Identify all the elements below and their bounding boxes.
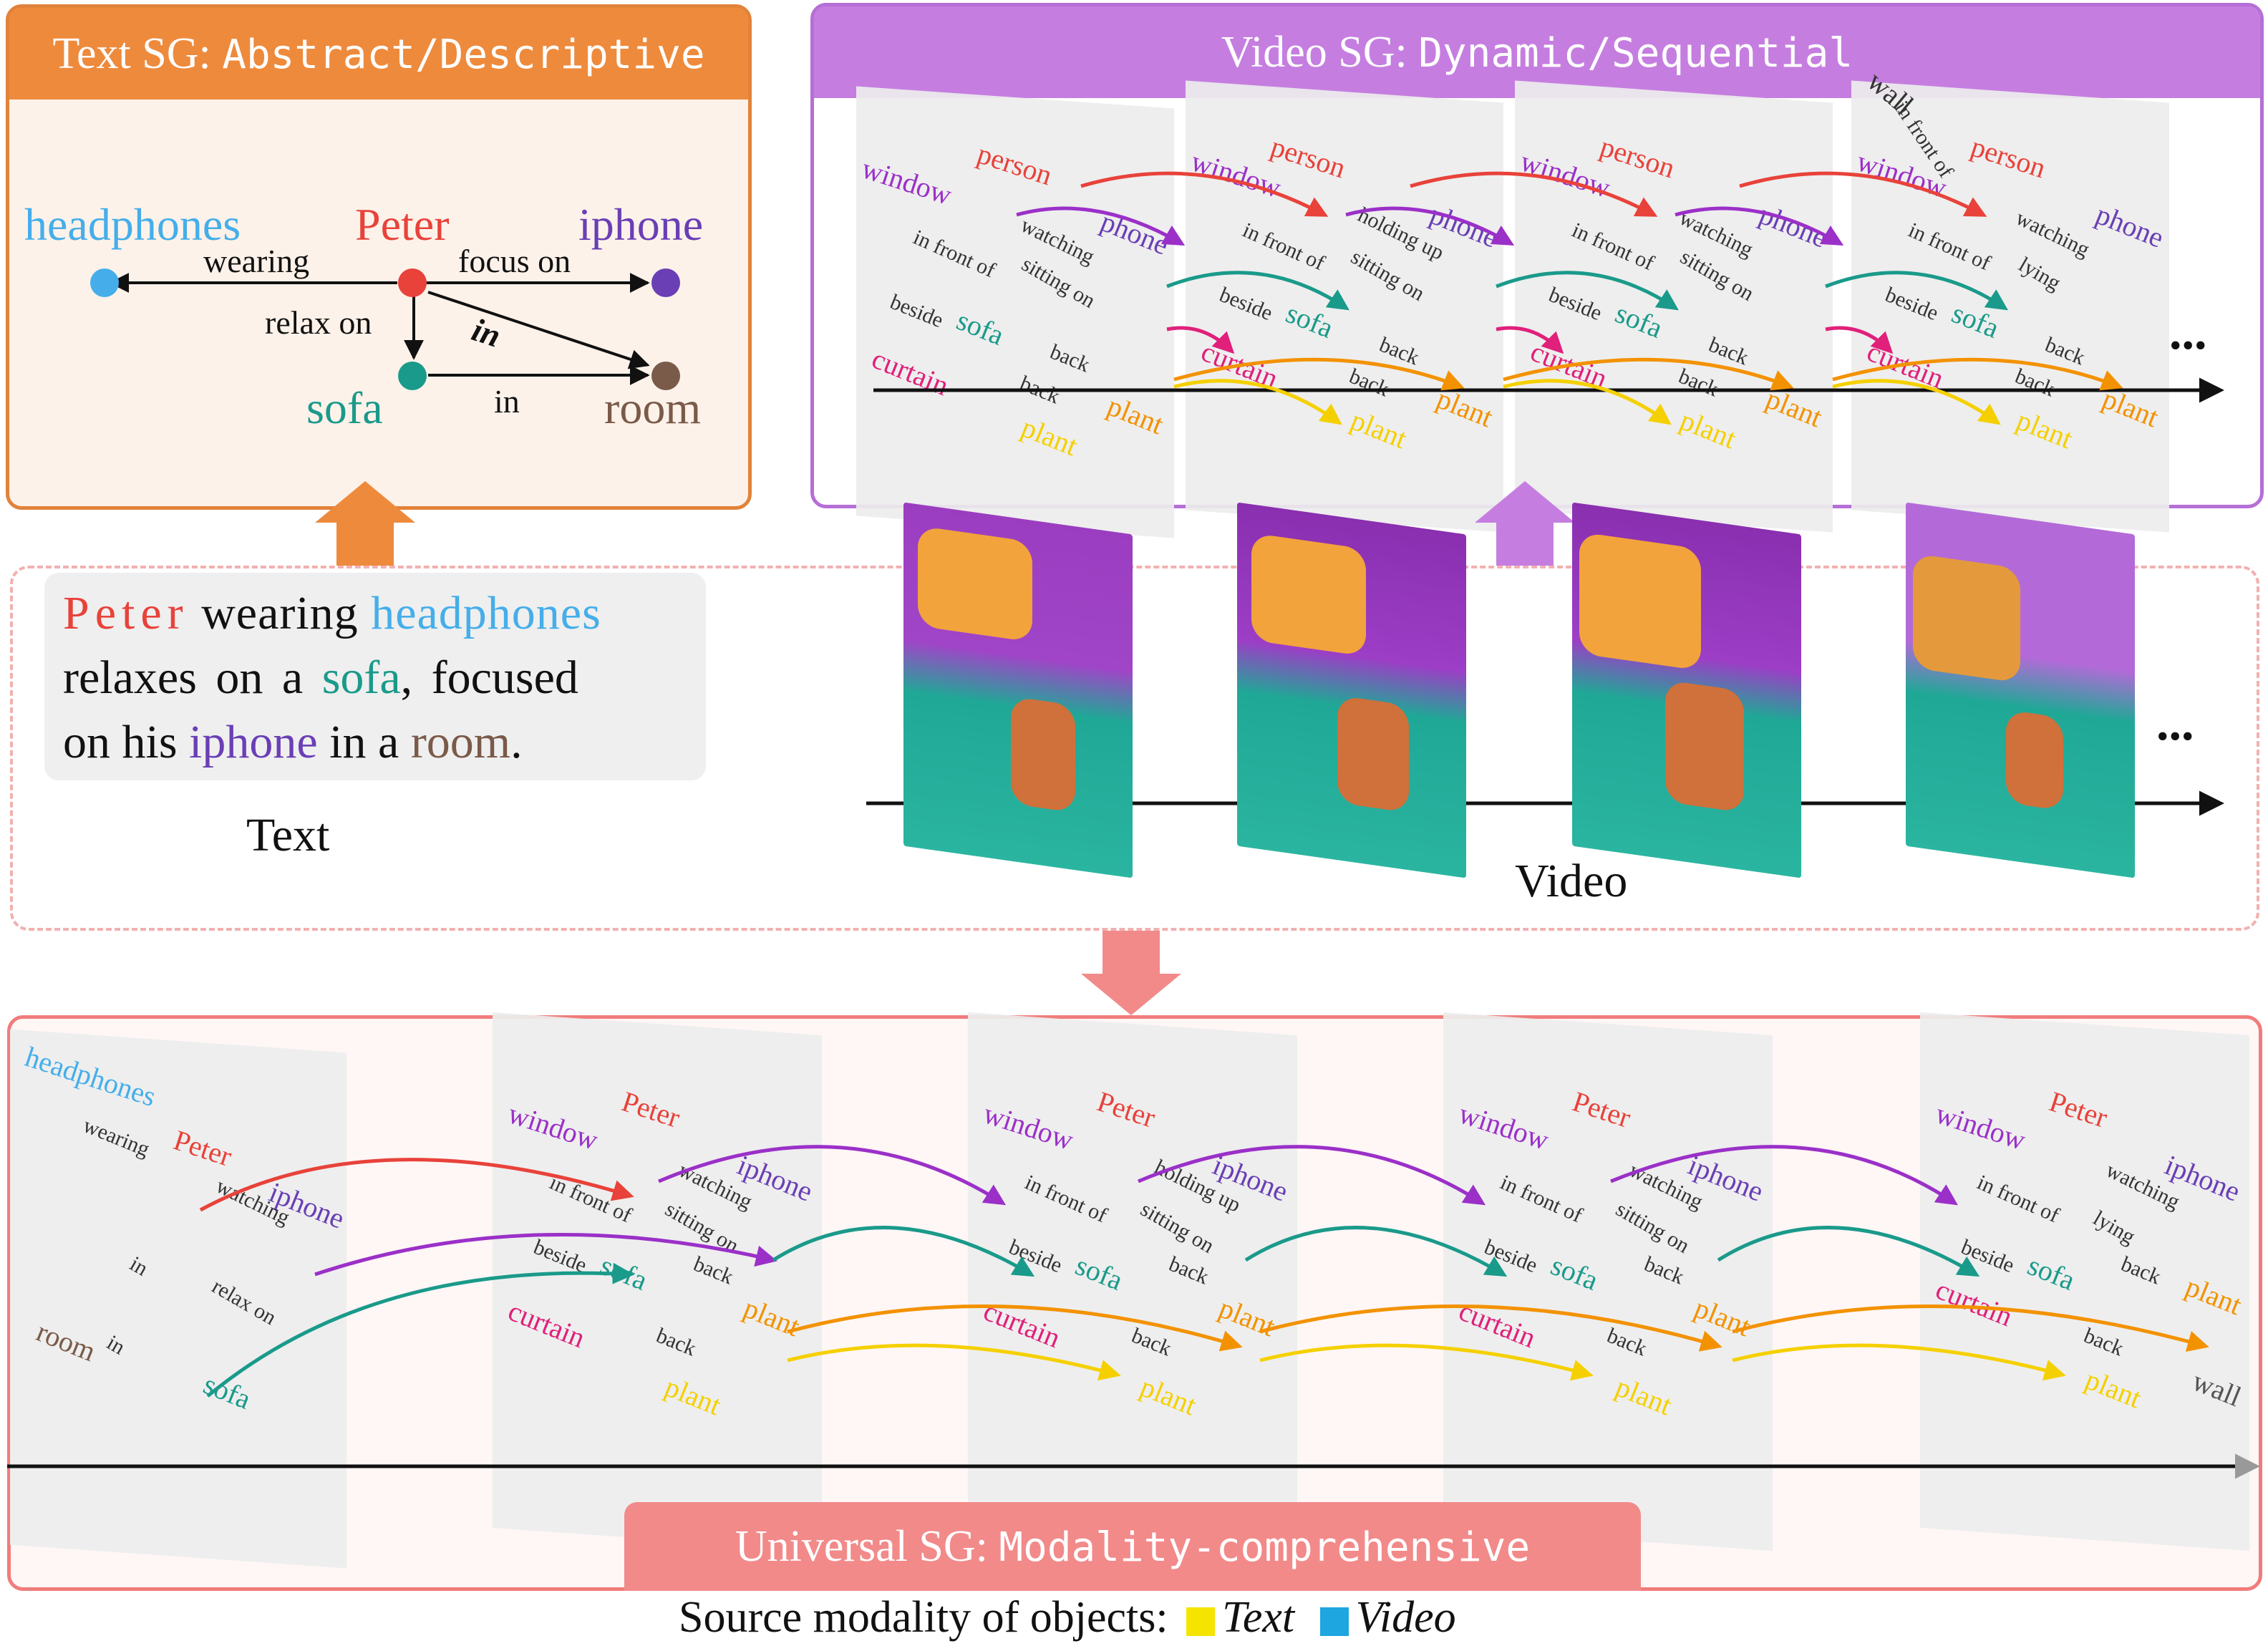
room-node-dot (651, 362, 680, 390)
sentence-room: room (410, 716, 511, 768)
headphones-node-dot (90, 268, 119, 297)
sentence-word-focused: , focused (400, 652, 578, 704)
legend-text-swatch (1186, 1607, 1216, 1636)
iphone-label: iphone (578, 199, 704, 250)
text-input-box (44, 573, 706, 780)
room-label: room (604, 382, 702, 433)
sentence-word-in-a: in a (317, 716, 411, 768)
video-sg-title-prefix: Video SG: (1221, 28, 1419, 77)
sentence-line-3: on his iphone in a room. (63, 710, 523, 775)
sentence-iphone: iphone (189, 716, 318, 768)
legend-text-label: Text (1222, 1593, 1295, 1642)
text-sg-title-suffix: Abstract/Descriptive (222, 32, 705, 78)
in-edge-label: in (494, 383, 520, 420)
video-ellipsis: ... (2156, 696, 2194, 751)
sofa-label: sofa (306, 382, 383, 433)
sentence-word-wearing: wearing (188, 587, 372, 639)
wearing-edge-label: wearing (203, 243, 310, 279)
video-sg-title-suffix: Dynamic/Sequential (1418, 30, 1853, 77)
legend-prefix: Source modality of objects: (679, 1593, 1168, 1642)
video-sg-ellipsis: ... (2169, 305, 2207, 360)
sentence-line-2: relaxes on a sofa, focused (63, 646, 578, 710)
sentence-peter: Peter (63, 587, 189, 639)
peter-node-dot (398, 268, 427, 297)
universal-sg-title-prefix: Universal SG: (735, 1522, 999, 1571)
sentence-line-1: Peter wearing headphones (63, 581, 601, 646)
sentence-sofa: sofa (321, 652, 401, 704)
sentence-headphones: headphones (371, 587, 601, 639)
text-sg-title: Text SG: Abstract/Descriptive (9, 18, 748, 91)
universal-sg-title: Universal SG: Modality-comprehensive (624, 1511, 1641, 1584)
legend: Source modality of objects: Text Video (679, 1592, 1456, 1642)
input-section (10, 566, 2259, 931)
focus-on-edge-label: focus on (458, 243, 571, 279)
peter-label: Peter (355, 199, 450, 250)
iphone-node-dot (651, 268, 680, 297)
text-sg-title-prefix: Text SG: (52, 29, 223, 78)
sentence-word-on-his: on his (63, 716, 190, 768)
headphones-label: headphones (24, 199, 241, 250)
relax-on-edge-label: relax on (265, 304, 372, 341)
text-caption: Text (246, 809, 330, 861)
text-sg-panel: Text SG: Abstract/Descriptive (6, 4, 752, 510)
legend-video-swatch (1319, 1607, 1349, 1636)
universal-sg-title-suffix: Modality-comprehensive (999, 1524, 1531, 1571)
text-sg-title-bar: Text SG: Abstract/Descriptive (9, 8, 748, 100)
legend-video-label: Video (1355, 1593, 1456, 1642)
sofa-node-dot (398, 362, 427, 390)
sentence-period: . (510, 716, 523, 768)
sentence-word-relaxes: relaxes on a (63, 652, 322, 704)
video-sg-title: Video SG: Dynamic/Sequential (814, 16, 2260, 89)
video-caption: Video (1515, 855, 1628, 907)
universal-sg-title-bar: Universal SG: Modality-comprehensive (624, 1502, 1641, 1591)
